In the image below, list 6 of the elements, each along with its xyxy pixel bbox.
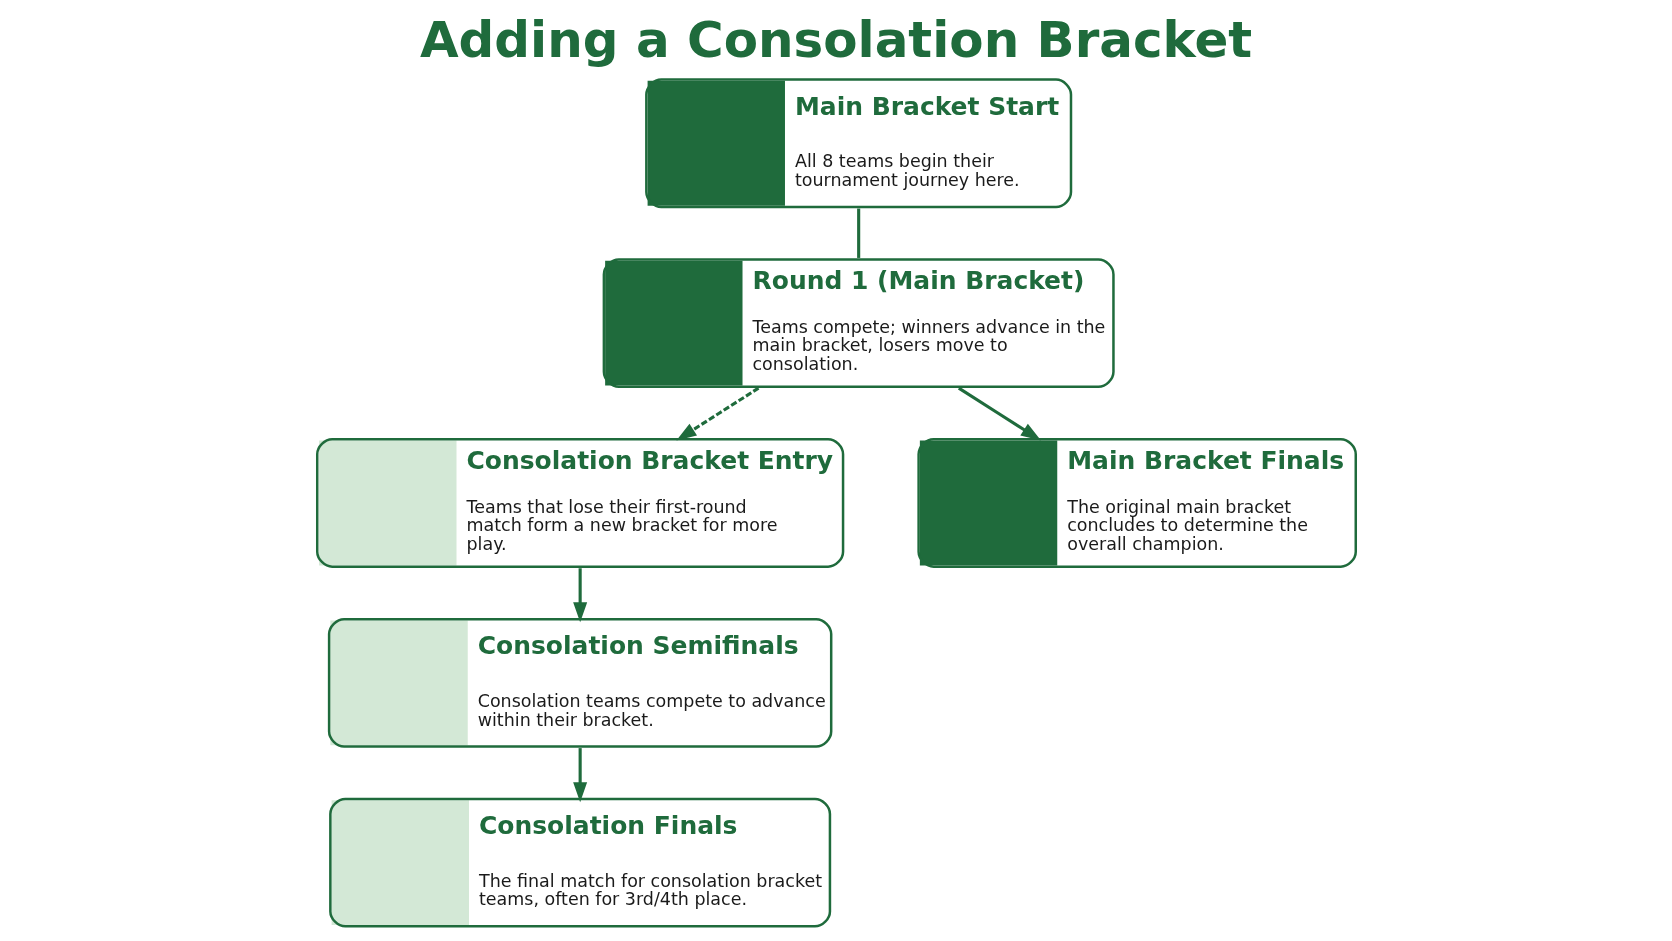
- arrow: [675, 386, 759, 441]
- connector: [856, 208, 860, 258]
- arrow: [957, 386, 1041, 441]
- arrow: [572, 748, 587, 803]
- arrow: [572, 568, 587, 623]
- diagram-title: Adding a Consolation Bracket: [419, 11, 1252, 70]
